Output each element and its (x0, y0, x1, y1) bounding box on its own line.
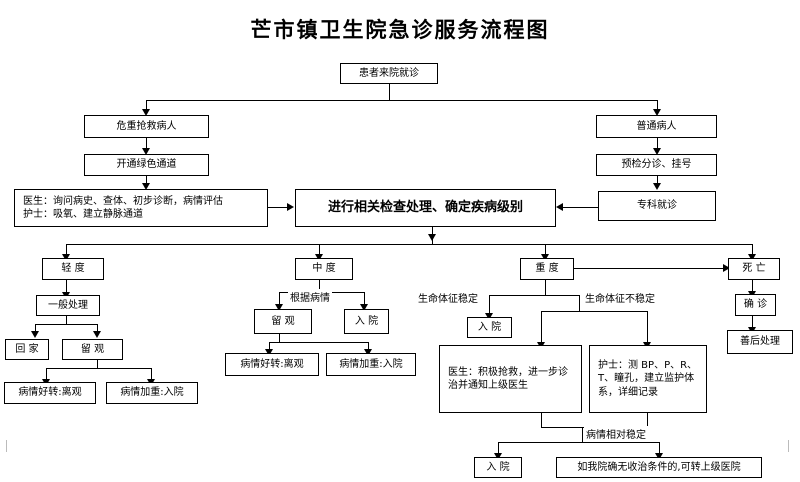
page-corner-mark (788, 440, 795, 452)
node-worsened-moderate: 病情加重:入院 (326, 353, 416, 376)
node-go-home: 回 家 (5, 339, 49, 360)
node-improved-moderate: 病情好转:离观 (225, 353, 319, 376)
node-aftercare: 善后处理 (727, 330, 793, 354)
node-worsened-mild: 病情加重:入院 (106, 382, 198, 404)
node-ordinary-patient: 普通病人 (596, 115, 717, 138)
page-corner-mark (0, 440, 7, 452)
node-green-channel: 开通绿色通道 (84, 154, 209, 176)
node-observation-mild: 留 观 (62, 339, 123, 360)
label-vitals-unstable: 生命体征不稳定 (583, 290, 657, 305)
node-confirm-diagnosis: 确 诊 (735, 294, 776, 316)
node-patient-arrival: 患者来院就诊 (340, 63, 438, 84)
node-severe: 重 度 (520, 258, 574, 280)
node-nurse-rescue: 护士：测 BP、P、R、T、瞳孔，建立监护体系，详细记录 (589, 345, 707, 413)
node-critical-patient: 危重抢救病人 (84, 115, 209, 138)
node-death: 死 亡 (728, 258, 780, 280)
node-triage: 预检分诊、挂号 (596, 154, 717, 176)
label-vitals-stable: 生命体征稳定 (416, 290, 480, 305)
node-general-treatment: 一般处理 (36, 295, 100, 316)
node-transfer: 如我院确无收治条件的,可转上级医院 (556, 457, 762, 478)
label-by-condition: 根据病情 (288, 289, 332, 304)
page-title: 芒市镇卫生院急诊服务流程图 (250, 17, 550, 42)
node-moderate: 中 度 (295, 258, 353, 280)
node-doctor-nurse-actions: 医生：询问病史、查体、初步诊断，病情评估 护士：吸氧、建立静脉通道 (14, 189, 268, 227)
label-relatively-stable: 病情相对稳定 (584, 426, 648, 441)
node-admit-moderate: 入 院 (344, 309, 389, 334)
node-admit-final: 入 院 (474, 457, 522, 478)
node-doctor-rescue: 医生：积极抢救，进一步诊治并通知上级医生 (439, 345, 582, 413)
node-admit-stable: 入 院 (467, 317, 512, 338)
node-observation-moderate: 留 观 (254, 309, 312, 334)
nurse-actions-text: 护士：吸氧、建立静脉通道 (23, 209, 143, 220)
node-mild: 轻 度 (42, 258, 104, 280)
node-specialty: 专科就诊 (598, 191, 716, 221)
node-improved-mild: 病情好转:离观 (4, 382, 96, 404)
doctor-actions-text: 医生：询问病史、查体、初步诊断，病情评估 (23, 195, 223, 207)
node-exam-classify: 进行相关检查处理、确定疾病级别 (295, 189, 556, 227)
